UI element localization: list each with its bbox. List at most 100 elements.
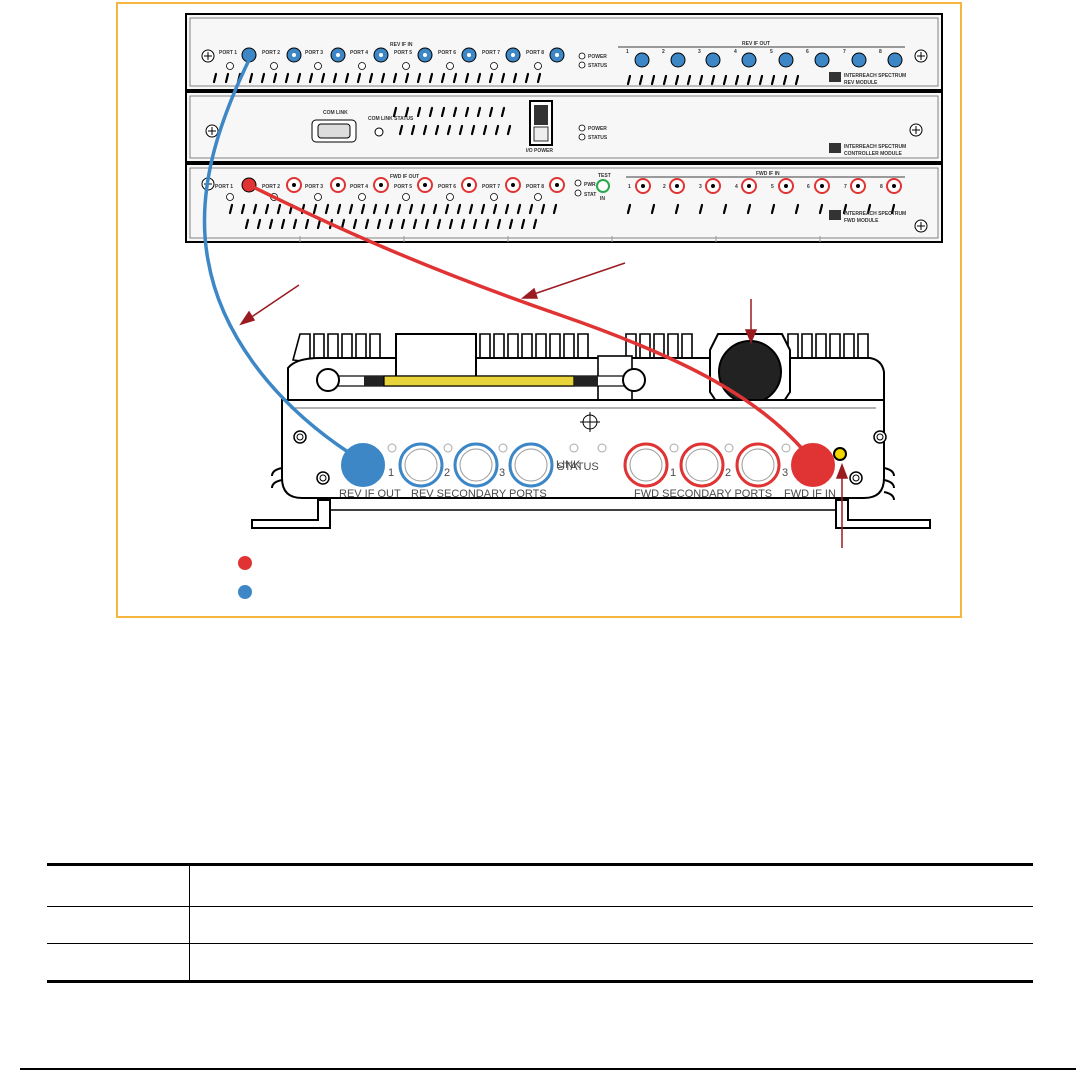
fwd-port-label: PORT 8	[526, 184, 544, 190]
rev-out-number: 1	[626, 49, 629, 55]
rev-if-out-label: REV IF OUT	[339, 488, 401, 500]
status-label: STATUS	[557, 461, 599, 473]
fwd-in-number: 7	[844, 184, 847, 190]
fwd-in-number: 5	[771, 184, 774, 190]
legend-rev-swatch	[238, 585, 252, 599]
fwd-in-number: 2	[663, 184, 666, 190]
com-link-status-label: COM LINK STATUS	[368, 116, 414, 122]
rev-secondary-number: 3	[499, 467, 505, 479]
table-row	[47, 943, 1033, 983]
callout-arrows	[239, 262, 849, 548]
rev-secondary-number: 2	[444, 467, 450, 479]
mounting-screw-icon	[849, 471, 863, 485]
rev-module: PORT 1 PORT 2 PORT 3 PORT 4 PORT 5 PORT …	[185, 13, 943, 91]
fwd-if-in-label: FWD IF IN	[784, 488, 836, 500]
remote-unit: 1 2 3 1 2 3 LINK STATUS REV IF OUT REV S…	[251, 333, 931, 529]
footer-rule	[20, 1068, 1076, 1070]
fwd-module-name: INTERREACH SPECTRUM	[844, 211, 906, 217]
legend-fwd-swatch	[238, 556, 252, 570]
rev-secondary-number: 1	[388, 467, 394, 479]
spec-table	[47, 863, 1033, 983]
fwd-secondary-ports-label: FWD SECONDARY PORTS	[634, 488, 772, 500]
mounting-screw-icon	[316, 471, 330, 485]
fwd-port-label: PORT 1	[215, 184, 233, 190]
rev-cable	[202, 59, 349, 454]
rev-port-label: PORT 4	[350, 50, 368, 56]
rev-power-label: POWER	[588, 54, 607, 60]
controller-status-label: STATUS	[588, 135, 608, 141]
fwd-in-number: 3	[699, 184, 702, 190]
power-switch-label: I/O POWER	[526, 148, 553, 154]
rack-screw-icon	[909, 123, 923, 137]
test-in-label: IN	[600, 196, 605, 202]
rev-port-label: PORT 3	[305, 50, 323, 56]
rev-port-label: PORT 8	[526, 50, 544, 56]
rev-if-out-port	[341, 443, 385, 487]
rack-screw-icon	[914, 49, 928, 63]
fwd-stat-label: STAT	[584, 192, 596, 198]
fwd-secondary-number: 3	[782, 467, 788, 479]
fwd-pwr-label: PWR	[584, 182, 596, 188]
table-cell	[47, 906, 190, 944]
connection-diagram: PORT 1 PORT 2 PORT 3 PORT 4 PORT 5 PORT …	[185, 13, 943, 599]
fwd-in-number: 6	[807, 184, 810, 190]
fwd-port-label: PORT 3	[305, 184, 323, 190]
rack-screw-icon	[201, 49, 215, 63]
cable-gland-icon	[709, 333, 791, 405]
rack-screw-icon	[205, 124, 219, 138]
rev-if-in-label: REV IF IN	[390, 42, 413, 48]
table-cell	[47, 863, 190, 907]
test-port	[596, 179, 610, 193]
rev-port-label: PORT 2	[262, 50, 280, 56]
controller-power-label: POWER	[588, 126, 607, 132]
fwd-port-label: PORT 2	[262, 184, 280, 190]
table-row	[47, 906, 1033, 944]
mounting-screw-icon	[293, 430, 307, 444]
controller-module-name: CONTROLLER MODULE	[844, 151, 902, 157]
fwd-if-in-port	[791, 443, 835, 487]
fwd-port-label: PORT 5	[394, 184, 412, 190]
fwd-in-number: 4	[735, 184, 738, 190]
interreach-logo-icon	[829, 210, 841, 220]
figure-frame	[116, 2, 962, 618]
legend	[238, 556, 252, 599]
rev-out-number: 7	[843, 49, 846, 55]
rev-module-name: REV MODULE	[844, 80, 878, 86]
rev-out-number: 5	[770, 49, 773, 55]
rev-if-out-connectors	[634, 52, 903, 68]
interreach-logo-icon	[829, 143, 841, 153]
db9-connector-icon	[311, 119, 357, 143]
fwd-if-in-label: FWD IF IN	[756, 171, 780, 177]
table-cell	[189, 906, 1033, 944]
rev-port-label: PORT 6	[438, 50, 456, 56]
controller-module: COM LINK COM LINK STATUS I/O POWER POWER…	[185, 91, 943, 163]
com-link-label: COM LINK	[323, 110, 348, 116]
rev-port-label: PORT 5	[394, 50, 412, 56]
rack-screw-icon	[914, 219, 928, 233]
power-switch-icon	[529, 100, 553, 146]
table-cell	[47, 943, 190, 983]
rev-secondary-ports-label: REV SECONDARY PORTS	[411, 488, 547, 500]
rev-port-label: PORT 7	[482, 50, 500, 56]
mounting-screw-icon	[873, 430, 887, 444]
rev-out-number: 6	[806, 49, 809, 55]
rev-out-number: 8	[879, 49, 882, 55]
fwd-secondary-number: 1	[670, 467, 676, 479]
fwd-port-label: PORT 4	[350, 184, 368, 190]
fwd-cable	[248, 183, 807, 454]
rev-module-name: INTERREACH SPECTRUM	[844, 73, 906, 79]
controller-module-name: INTERREACH SPECTRUM	[844, 144, 906, 150]
fwd-module: PORT 1 PORT 2 PORT 3 PORT 4 PORT 5 PORT …	[185, 163, 943, 243]
link-label: LINK	[556, 459, 581, 471]
rev-out-number: 2	[662, 49, 665, 55]
fwd-in-number: 8	[880, 184, 883, 190]
ground-symbol-icon	[580, 412, 600, 432]
table-row	[47, 863, 1033, 907]
fwd-secondary-number: 2	[725, 467, 731, 479]
fwd-module-name: FWD MODULE	[844, 218, 879, 224]
rev-port-label: PORT 1	[219, 50, 237, 56]
table-cell	[189, 943, 1033, 983]
rev-out-number: 4	[734, 49, 737, 55]
rev-if-out-label: REV IF OUT	[742, 41, 770, 47]
fwd-in-number: 1	[628, 184, 631, 190]
